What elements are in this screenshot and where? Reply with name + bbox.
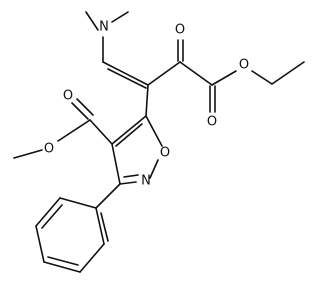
bond-enamine-2 [107, 68, 147, 89]
bond-o-n [149, 159, 159, 179]
atom-labels: N O O O O O O N [44, 20, 249, 189]
atom-o-methyl-carbonyl: O [63, 89, 73, 104]
bond-n-c3-2 [123, 174, 139, 178]
atom-o-ester-ether: O [239, 58, 249, 73]
bond-c-cketo [147, 61, 181, 86]
bond-enamine-1 [102, 61, 149, 86]
atom-o-ring: O [160, 146, 170, 161]
bond-nme-right [111, 11, 129, 23]
bond-c5-c4-2 [115, 123, 143, 147]
bond-nme-left [85, 11, 99, 31]
bond-c-isox [145, 84, 149, 117]
bond-ph-6 [59, 197, 97, 209]
atom-o-ketone: O [175, 23, 185, 38]
bond-me-co-2 [76, 98, 94, 116]
bond-ph-1b [100, 212, 109, 242]
bond-c3-ph [95, 183, 121, 209]
bond-c3-c4 [111, 143, 121, 185]
bond-o-methyl [13, 149, 43, 159]
bond-ph-3b [47, 256, 79, 266]
bonds [13, 11, 305, 273]
bond-cketo-cester [179, 61, 213, 86]
bond-ch2-ch3 [271, 61, 305, 85]
atom-n-ring: N [141, 174, 151, 189]
bond-me-co-1 [71, 102, 89, 120]
bond-ph-2 [79, 243, 105, 273]
bond-o-ch2 [251, 70, 273, 85]
bond-ph-3 [43, 261, 81, 273]
bond-ph-1 [95, 207, 105, 245]
atom-n-amine: N [99, 20, 109, 35]
bond-n-c3-1 [119, 181, 137, 185]
atom-o-methyl-ether: O [44, 142, 54, 157]
bond-c5-o [145, 115, 163, 147]
atom-o-ester-carbonyl: O [207, 115, 217, 130]
bond-ph-4 [35, 225, 45, 263]
bond-ph-5 [35, 197, 61, 227]
bond-c5-c4-1 [111, 115, 147, 145]
bond-ph-5b [41, 204, 63, 229]
bond-ester-co-single [211, 70, 237, 86]
bond-me-co-single [57, 119, 91, 142]
bond-c4-cme [89, 119, 113, 145]
